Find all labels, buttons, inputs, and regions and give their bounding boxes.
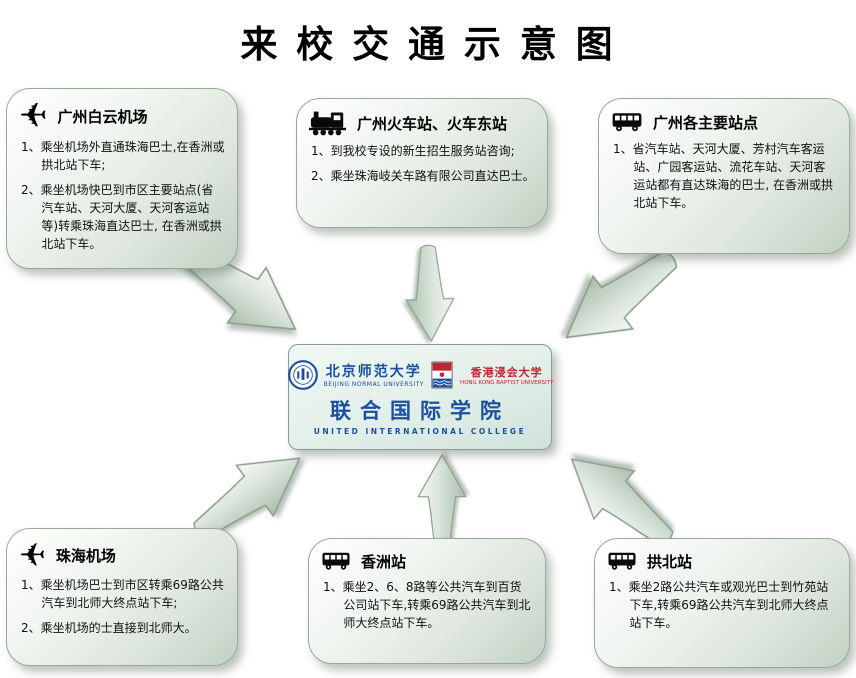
bnu-name-en: BEIJING NORMAL UNIVERSITY bbox=[323, 381, 424, 388]
node-title: 香洲站 bbox=[361, 552, 407, 571]
logo-row: 北京师范大学 BEIJING NORMAL UNIVERSITY 香港浸会大学 … bbox=[287, 359, 553, 391]
node-header: 广州各主要站点 bbox=[611, 109, 837, 135]
transport-instruction: 2、乘坐机场的士直接到北师大。 bbox=[21, 621, 197, 635]
node-guangzhou-baiyun-airport: ✈ 广州白云机场 1、乘坐机场外直通珠海巴士,在香洲或拱北站下车; 2、乘坐机场… bbox=[6, 88, 238, 269]
college-name-cn: 联合国际学院 bbox=[330, 398, 510, 423]
node-header: 广州火车站、火车东站 bbox=[309, 109, 535, 137]
transport-instruction: 1、乘坐机场巴士到市区转乘69路公共汽车到北师大终点站下车; bbox=[21, 578, 224, 610]
transport-instruction: 1、省汽车站、天河大厦、芳村汽车客运站、广园客运站、流花车站、天河客运站都有直达… bbox=[613, 142, 834, 210]
bus-icon bbox=[612, 113, 642, 132]
node-header: ✈ 广州白云机场 bbox=[19, 96, 225, 136]
hkbu-logo-icon bbox=[431, 361, 453, 388]
transport-instruction: 1、乘坐2、6、8路等公共汽车到百货公司站下车,转乘69路公共汽车到北师大终点站… bbox=[323, 580, 531, 630]
node-header: 拱北站 bbox=[607, 549, 837, 573]
train-icon bbox=[309, 111, 347, 136]
arrow-from-xiangzhou bbox=[417, 454, 467, 552]
node-header: ✈ 珠海机场 bbox=[19, 536, 225, 574]
node-title: 广州白云机场 bbox=[57, 107, 148, 126]
node-title: 珠海机场 bbox=[55, 546, 116, 565]
bnu-logo-icon bbox=[287, 359, 318, 390]
college-name-en: UNITED INTERNATIONAL COLLEGE bbox=[313, 426, 527, 436]
arrow-from-railway-stations bbox=[403, 243, 456, 343]
bus-icon bbox=[608, 552, 636, 570]
hkbu-name-cn: 香港浸会大学 bbox=[470, 365, 543, 379]
hkbu-text-block: 香港浸会大学 HONG KONG BAPTIST UNIVERSITY bbox=[460, 364, 553, 386]
bus-icon bbox=[322, 552, 350, 570]
transport-instruction: 1、到我校专设的新生招生服务站咨询; bbox=[311, 144, 515, 158]
page-title: 来 校 交 通 示 意 图 bbox=[240, 22, 616, 66]
node-header: 香洲站 bbox=[321, 549, 533, 573]
node-guangzhou-main-stops: 广州各主要站点 1、省汽车站、天河大厦、芳村汽车客运站、广园客运站、流花车站、天… bbox=[598, 98, 850, 254]
node-title: 拱北站 bbox=[647, 552, 693, 571]
hkbu-name-en: HONG KONG BAPTIST UNIVERSITY bbox=[459, 379, 554, 386]
airplane-icon: ✈ bbox=[19, 536, 46, 574]
transport-instruction: 2、乘坐机场快巴到市区主要站点(省汽车站、天河大厦、天河客运站等)转乘珠海直达巴… bbox=[21, 183, 222, 251]
airplane-icon: ✈ bbox=[19, 96, 48, 136]
node-gongbei-station: 拱北站 1、乘坐2路公共汽车或观光巴士到竹苑站下车,转乘69路公共汽车到北师大终… bbox=[594, 538, 850, 668]
transport-instruction: 2、乘坐珠海岐关车路有限公司直达巴士。 bbox=[311, 169, 535, 183]
node-guangzhou-railway-stations: 广州火车站、火车东站 1、到我校专设的新生招生服务站咨询; 2、乘坐珠海岐关车路… bbox=[296, 98, 548, 228]
node-title: 广州各主要站点 bbox=[653, 113, 759, 132]
node-title: 广州火车站、火车东站 bbox=[357, 114, 508, 133]
bnu-name-cn: 北京师范大学 bbox=[325, 364, 422, 380]
transport-instruction: 1、乘坐2路公共汽车或观光巴士到竹苑站下车,转乘69路公共汽车到北师大终点站下车… bbox=[609, 580, 829, 630]
bnu-text-block: 北京师范大学 BEIJING NORMAL UNIVERSITY bbox=[324, 361, 424, 388]
transport-instruction: 1、乘坐机场外直通珠海巴士,在香洲或拱北站下车; bbox=[21, 140, 225, 172]
node-zhuhai-airport: ✈ 珠海机场 1、乘坐机场巴士到市区转乘69路公共汽车到北师大终点站下车; 2、… bbox=[6, 528, 238, 666]
node-xiangzhou-station: 香洲站 1、乘坐2、6、8路等公共汽车到百货公司站下车,转乘69路公共汽车到北师… bbox=[308, 538, 546, 664]
uic-logo-box: 北京师范大学 BEIJING NORMAL UNIVERSITY 香港浸会大学 … bbox=[287, 344, 553, 450]
